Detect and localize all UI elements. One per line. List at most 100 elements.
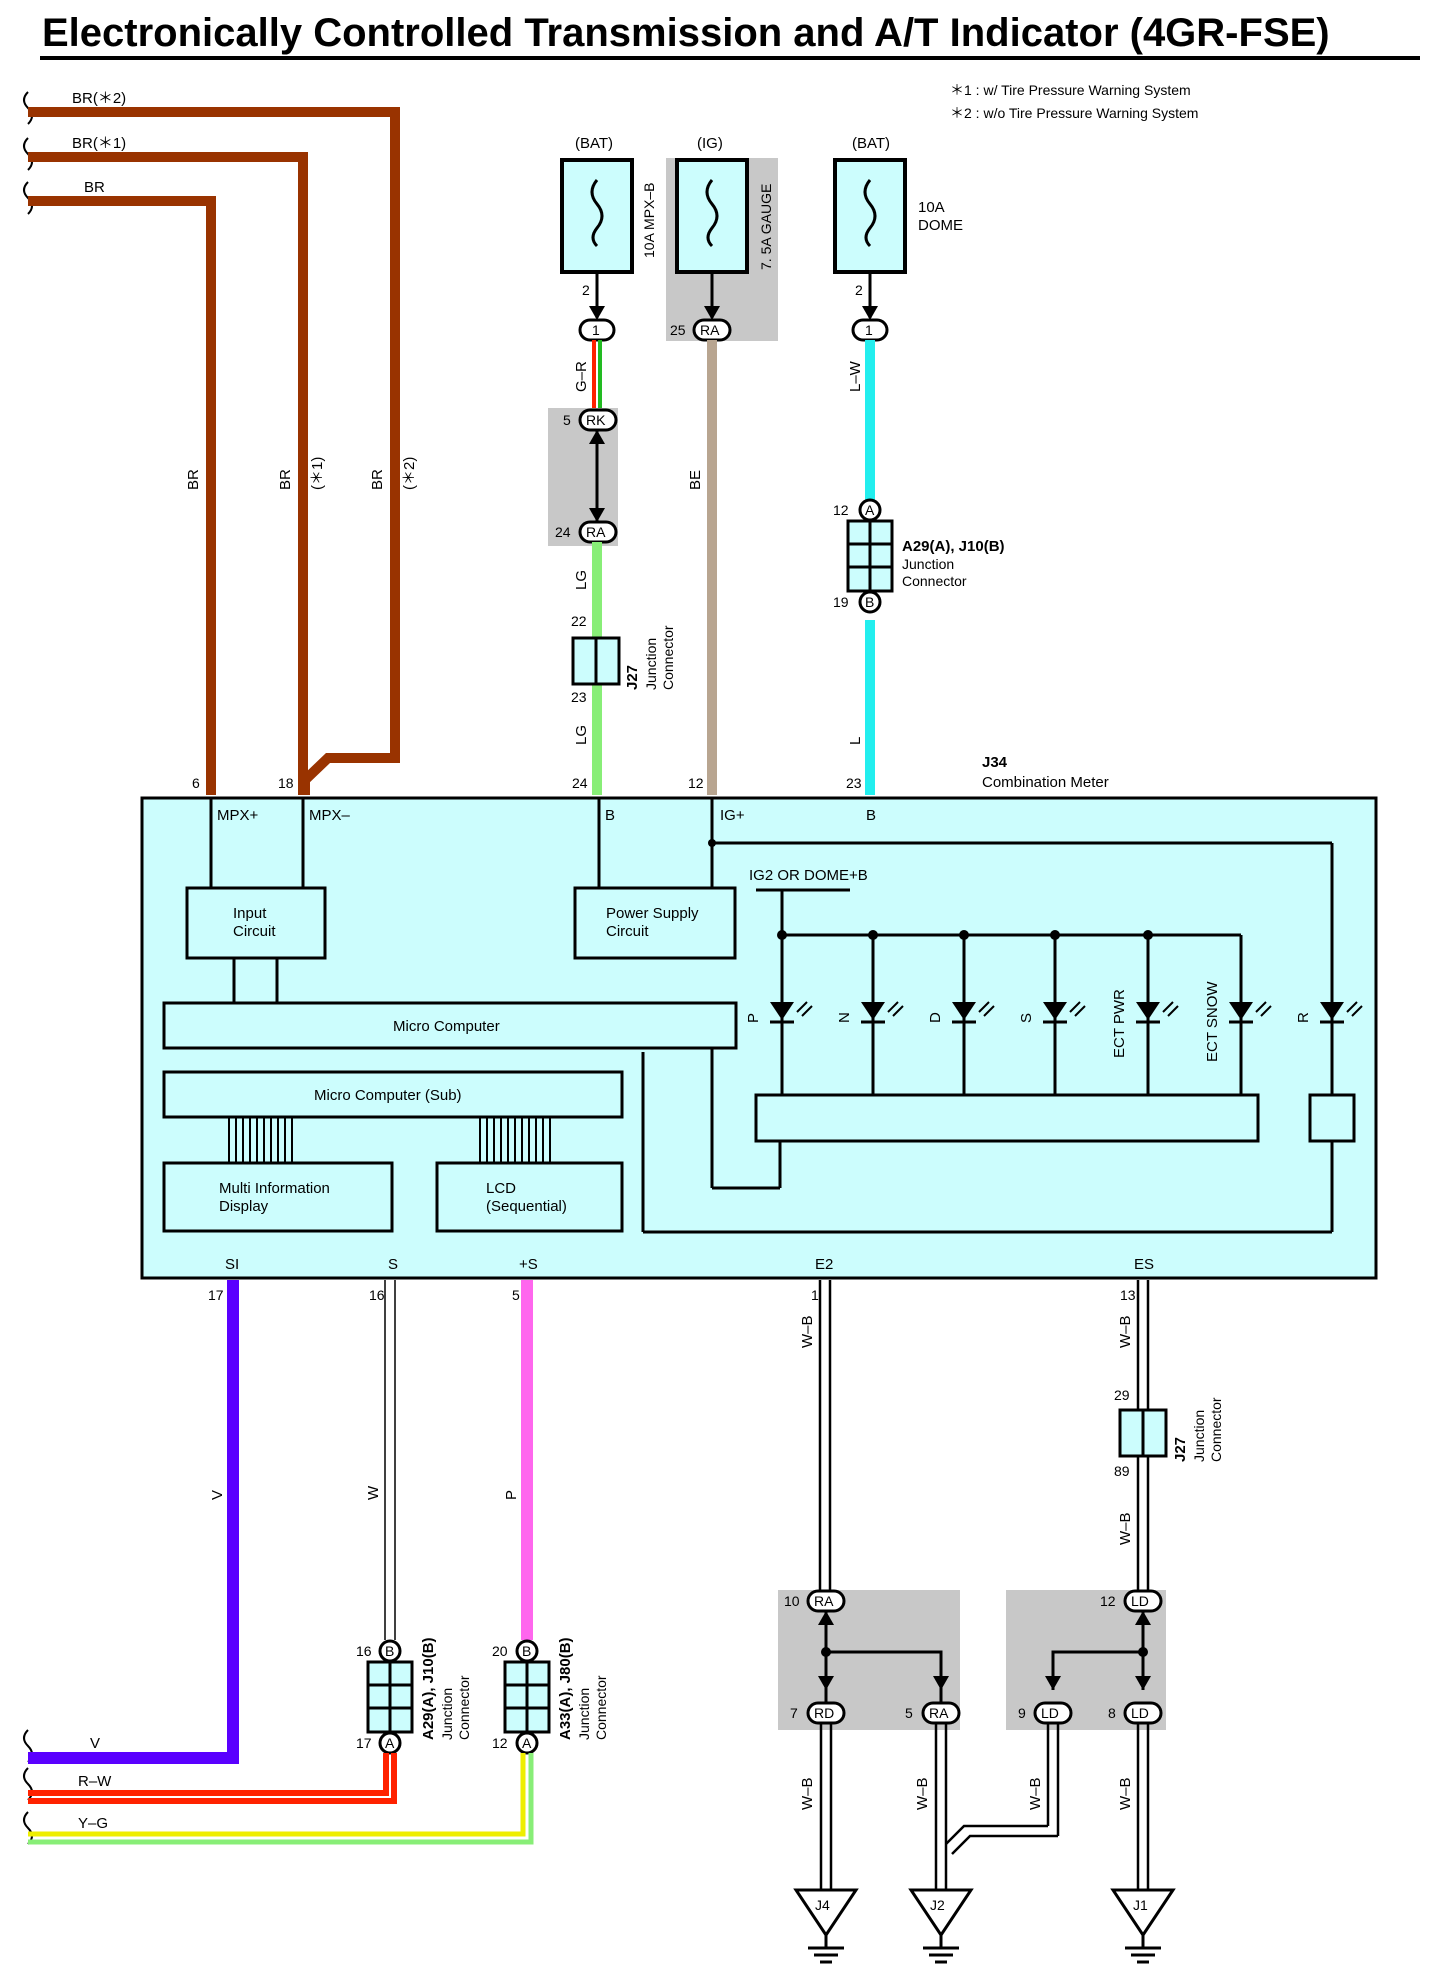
pin-ra5-n: 5 [905, 1705, 913, 1721]
pin-a29-12: 12 [833, 502, 849, 518]
fuse2-body [675, 158, 749, 274]
connector-a29-top-b [858, 590, 882, 614]
wire-label-rw-left: R–W [78, 1773, 112, 1790]
j27-top-id: J27 [624, 665, 641, 690]
led-ect-pwr-icon [1136, 935, 1179, 1095]
led-label-ect-snow: ECT SNOW [1204, 981, 1221, 1062]
pin-j27b-89: 89 [1114, 1463, 1130, 1479]
connector-a33-a [515, 1731, 539, 1755]
wire-label-w: W [365, 1485, 382, 1500]
j27-bot-line2: Junction [1191, 1410, 1207, 1462]
meter-internal-lines [209, 798, 1334, 1234]
led-p-icon [770, 935, 813, 1095]
wire-label-br2-vertical: BR [369, 469, 386, 490]
note-2: ＊2 : w/o Tire Pressure Warning System [950, 105, 1198, 121]
fuse1-label: 10A MPX–B [641, 183, 657, 259]
ground-j1-label: J1 [1133, 1897, 1148, 1913]
pin-ld9: LD [1041, 1705, 1059, 1721]
bus-lines-mid [228, 1117, 293, 1163]
term-si: SI [225, 1256, 239, 1273]
ground-j2-label: J2 [930, 1897, 945, 1913]
pin-ld9-n: 9 [1018, 1705, 1026, 1721]
pin-rd7-n: 7 [790, 1705, 798, 1721]
wire-label-p: P [503, 1490, 520, 1500]
a29-bot-id: A29(A), J10(B) [420, 1637, 437, 1740]
fuse3-link-icon [863, 179, 877, 248]
wire-label-lg-1: LG [573, 570, 590, 590]
mid-line2: Display [219, 1198, 269, 1215]
lcd-sequential [435, 1161, 624, 1233]
led-label-n: N [836, 1012, 853, 1023]
wire-label-wb-6: W–B [1027, 1777, 1044, 1810]
pin-rk-5: 5 [563, 412, 571, 428]
term-mpx-plus: MPX+ [217, 807, 259, 824]
power-supply-circuit [573, 886, 737, 960]
note-1: ＊1 : w/ Tire Pressure Warning System [950, 82, 1191, 98]
term-b1: B [605, 807, 615, 824]
led-label-ect-pwr: ECT PWR [1111, 989, 1128, 1058]
page-title: Electronically Controlled Transmission a… [42, 11, 1330, 55]
connector-f1-1 [578, 318, 616, 342]
multi-information-display [162, 1161, 394, 1233]
br-wires [28, 107, 400, 795]
pin-ra10: RA [814, 1593, 834, 1609]
pin-f2-ra: RA [700, 322, 720, 338]
pin-a33-b: B [522, 1643, 531, 1659]
pin-a29b-17: 17 [356, 1735, 372, 1751]
micro-computer-sub [162, 1070, 624, 1119]
pin-rd7: RD [814, 1705, 834, 1721]
pin-m12: 12 [688, 775, 704, 791]
a33-line3: Connector [593, 1675, 609, 1740]
j27-top-line2: Junction [643, 638, 659, 690]
pin-f2-25: 25 [670, 322, 686, 338]
pin-m16: 16 [369, 1287, 385, 1303]
wire-wb-es [1136, 1280, 1150, 1590]
pin-a33-12: 12 [492, 1735, 508, 1751]
led-driver-block [754, 1093, 1260, 1143]
pin-m13: 13 [1120, 1287, 1136, 1303]
fuse1-link-icon [590, 179, 604, 248]
wire-label-lw: L–W [847, 360, 864, 392]
pin-a29b-a: A [385, 1735, 395, 1751]
wire-rw [28, 1753, 397, 1804]
led-label-r: R [1295, 1012, 1312, 1023]
term-ig: IG+ [720, 807, 745, 824]
ground-j4-label: J4 [815, 1897, 830, 1913]
wire-label-lg-2: LG [573, 725, 590, 745]
ig2-dome-label: IG2 OR DOME+B [749, 867, 868, 884]
pin-f3-1: 1 [865, 322, 873, 338]
pin-ld8-n: 8 [1108, 1705, 1116, 1721]
wire-label-v-left: V [90, 1735, 100, 1752]
term-b2: B [866, 807, 876, 824]
pin-j27-23: 23 [571, 689, 587, 705]
mid-line1: Multi Information [219, 1180, 330, 1197]
led-label-d: D [927, 1012, 944, 1023]
term-es: ES [1134, 1256, 1154, 1273]
wire-label-wb-7: W–B [1117, 1777, 1134, 1810]
wire-label-br: BR [84, 179, 105, 196]
pin-ra: RA [586, 524, 606, 540]
fuse3-supply: (BAT) [852, 135, 890, 152]
wire-wb-lower [819, 1723, 1150, 1890]
a33-line2: Junction [576, 1688, 592, 1740]
power-supply-line2: Circuit [606, 923, 649, 940]
fuse3-body [833, 158, 907, 274]
connector-ld8 [1123, 1701, 1163, 1725]
pin-ld12: LD [1131, 1593, 1149, 1609]
a29-top-id: A29(A), J10(B) [902, 538, 1005, 555]
fuse1-body [560, 158, 634, 274]
lcd-line1: LCD [486, 1180, 516, 1197]
a29-top-line2: Junction [902, 556, 954, 572]
meter-name: Combination Meter [982, 774, 1109, 791]
pin-m6: 6 [192, 775, 200, 791]
pin-j27b-29: 29 [1114, 1387, 1130, 1403]
pin-a29b-16: 16 [356, 1643, 372, 1659]
wire-label-br1-vertical: BR [277, 469, 294, 490]
fuse3-label-2: DOME [918, 217, 963, 234]
input-circuit-line2: Circuit [233, 923, 276, 940]
wire-label-wb-2: W–B [1117, 1315, 1134, 1348]
bus-lines-lcd [479, 1117, 551, 1163]
wire-label-gr: G–R [573, 361, 590, 392]
micro-computer [162, 1001, 738, 1050]
